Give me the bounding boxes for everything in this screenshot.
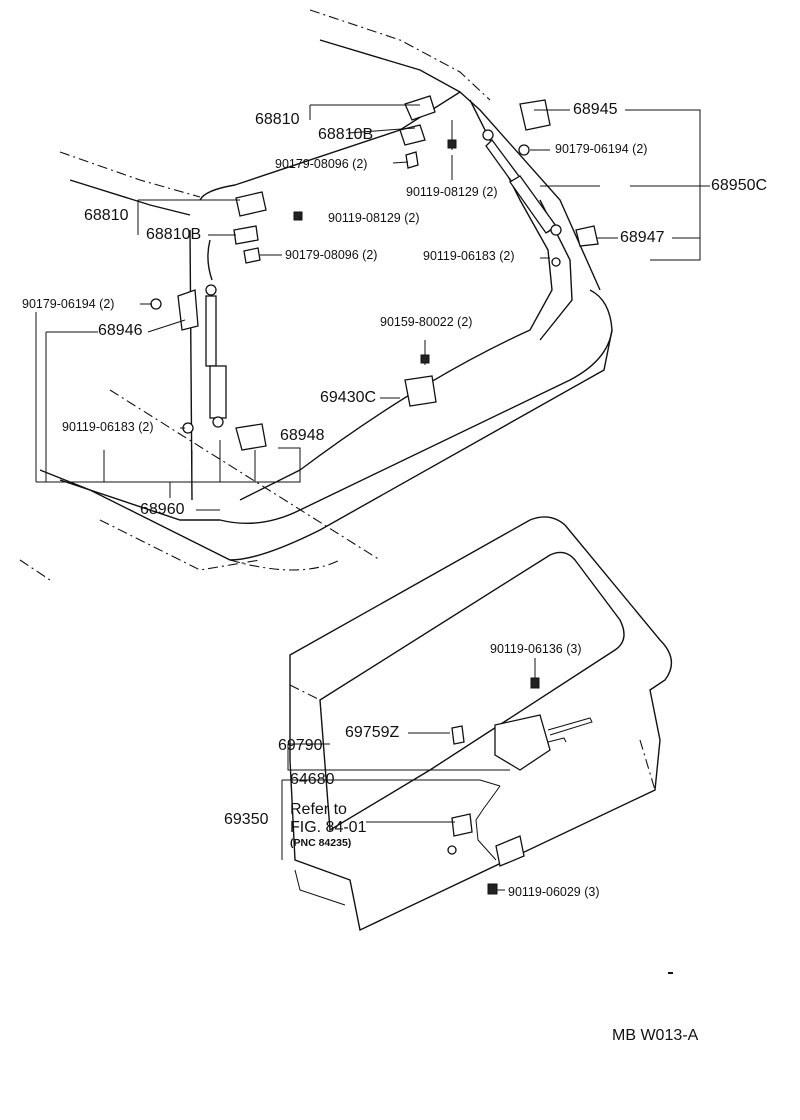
rear-body-outline xyxy=(19,9,613,581)
strut-left xyxy=(150,284,267,451)
label-refer-to: Refer to xyxy=(290,801,347,818)
tailgate-outline xyxy=(289,516,673,932)
label-90179-06194-left: 90179-06194 (2) xyxy=(22,297,115,311)
hinge-left xyxy=(233,191,303,264)
label-68810-top: 68810 xyxy=(255,111,300,128)
label-68810-left: 68810 xyxy=(84,207,129,224)
label-69350: 69350 xyxy=(224,811,269,828)
striker-center xyxy=(404,340,437,407)
label-68945: 68945 xyxy=(573,101,618,118)
label-pnc-ref: (PNC 84235) xyxy=(290,837,352,849)
label-68960: 68960 xyxy=(140,501,185,518)
hinge-right xyxy=(399,95,457,169)
leader-lines xyxy=(35,104,710,891)
label-90119-08129-top: 90119-08129 (2) xyxy=(406,185,498,199)
label-68947: 68947 xyxy=(620,229,665,246)
label-68948: 68948 xyxy=(280,427,325,444)
lock-assembly xyxy=(447,660,593,895)
label-90119-08129-left: 90119-08129 (2) xyxy=(328,211,420,225)
label-69790: 69790 xyxy=(278,737,323,754)
label-69430c: 69430C xyxy=(320,389,377,406)
label-90119-06183-right: 90119-06183 (2) xyxy=(423,249,515,263)
label-90159-80022: 90159-80022 (2) xyxy=(380,315,473,329)
mark-dash xyxy=(668,972,673,974)
label-68810b-left: 68810B xyxy=(146,226,202,243)
label-90179-06194-right: 90179-06194 (2) xyxy=(555,142,648,156)
label-64680: 64680 xyxy=(290,771,335,788)
label-fig-ref: FIG. 84-01 xyxy=(290,819,367,836)
label-68946: 68946 xyxy=(98,322,143,339)
strut-right xyxy=(482,99,599,267)
diagram-code: MB W013-A xyxy=(612,1027,699,1044)
label-90119-06136: 90119-06136 (3) xyxy=(490,642,582,656)
label-90119-06183-left: 90119-06183 (2) xyxy=(62,420,154,434)
label-69759z: 69759Z xyxy=(345,724,400,741)
label-90119-06029: 90119-06029 (3) xyxy=(508,885,600,899)
label-68950c: 68950C xyxy=(711,177,768,194)
label-90179-08096-left: 90179-08096 (2) xyxy=(285,248,378,262)
label-90179-08096-top: 90179-08096 (2) xyxy=(275,157,368,171)
label-68810b-top: 68810B xyxy=(318,126,374,143)
